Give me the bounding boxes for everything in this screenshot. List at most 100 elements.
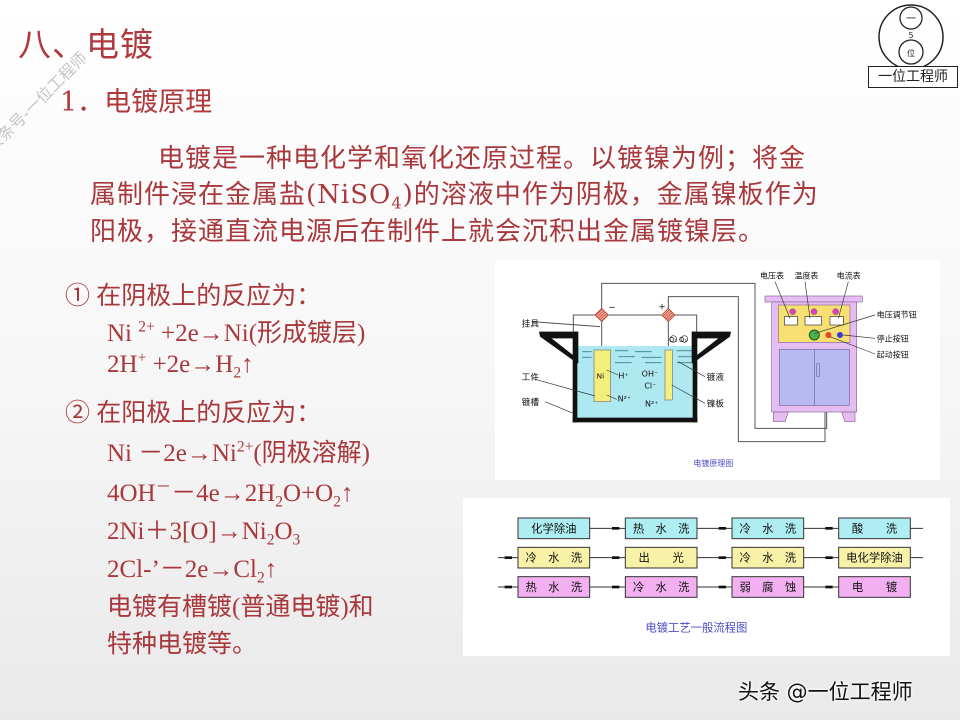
- label-solution: 镀液: [707, 371, 725, 383]
- flow-step-box: [624, 576, 698, 598]
- flow-step-label: 热 水 洗: [633, 521, 690, 535]
- text-run: 电镀有槽镀(普通电镀)和: [107, 594, 374, 621]
- reaction-line: 4OH－－4e→2H2O+O2↑: [107, 473, 354, 509]
- stop-button: [837, 332, 843, 338]
- flow-step-box: [517, 576, 591, 598]
- label-tank: 镀槽: [522, 396, 540, 408]
- reaction-line: 特种电镀等。: [107, 624, 257, 660]
- subscript: 2: [266, 531, 275, 549]
- reaction-line: 2Cl-’－2e→Cl2↑: [107, 549, 278, 587]
- text-run: ② 在阳极上的反应为：: [65, 400, 322, 427]
- reaction-line: Ni －2e→Ni2+(阴极溶解): [107, 433, 370, 469]
- label-cl: Cl⁻: [644, 381, 656, 390]
- flow-diagram-caption: 电镀工艺一般流程图: [645, 620, 747, 634]
- text-run: )的溶液中作为阴极，金属镍板作为: [402, 180, 819, 210]
- process-flow-diagram: 化学除油热 水 洗冷 水 洗酸 洗冷 水 洗出 光冷 水 洗电化学除油热 水 洗…: [463, 498, 950, 656]
- text-run: 阳极，接通直流电源后在制件上就会沉积出金属镀镍层。: [90, 217, 766, 247]
- label-ni2-cathode: N²⁺: [618, 395, 631, 404]
- logo-emblem: 一 5 位: [878, 4, 944, 70]
- subscript: 2: [257, 569, 265, 587]
- superscript: 2+: [236, 438, 254, 456]
- flow-arrow-icon: [612, 527, 620, 530]
- negative-sign: −: [608, 303, 615, 313]
- superscript: －: [155, 478, 172, 496]
- paragraph-line: 电镀是一种电化学和氧化还原过程。以镀镍为例；将金: [158, 138, 806, 175]
- text-run: Ni －2e→Ni: [107, 440, 237, 467]
- label-oh: OH⁻: [642, 370, 659, 379]
- paragraph-line: 阳极，接通直流电源后在制件上就会沉积出金属镀镍层。: [90, 211, 765, 248]
- flow-step-box: [624, 517, 698, 540]
- label-ni: Ni: [597, 371, 605, 380]
- flow-step-label: 热 水 洗: [526, 580, 583, 594]
- positive-terminal-icon: [661, 307, 676, 323]
- reaction-line: 2Ni＋3[O]→Ni2O3: [107, 511, 300, 549]
- logo-mid-char: 5: [908, 31, 913, 40]
- text-run: －4e→2H: [171, 480, 276, 507]
- reaction-line: 电镀有槽镀(普通电镀)和: [107, 587, 374, 623]
- flow-step-label: 化学除油: [531, 521, 576, 535]
- flow-step-box: [624, 546, 698, 569]
- flow-step-label: 出 光: [639, 551, 684, 565]
- label-ni2-anode: N²⁺: [645, 400, 658, 409]
- label-thermometer: 温度表: [794, 270, 818, 280]
- subscript: 4: [391, 193, 403, 213]
- label-workpiece: 工件: [522, 371, 540, 383]
- label-nickel-plate: 镍板: [707, 398, 725, 410]
- label-hanger: 挂具: [522, 318, 540, 330]
- flow-arrow-icon: [825, 527, 833, 530]
- text-run: O+O: [283, 480, 334, 507]
- flow-rows: 化学除油热 水 洗冷 水 洗酸 洗冷 水 洗出 光冷 水 洗电化学除油热 水 洗…: [498, 517, 923, 598]
- label-voltage-knob: 电压调节钮: [877, 309, 917, 319]
- flow-step-label: 酸 洗: [852, 521, 898, 535]
- flow-arrow-icon: [718, 527, 726, 530]
- circuit-wires: [531, 282, 828, 443]
- slide-title: 八、电镀: [18, 25, 154, 64]
- nickel-anode: [664, 349, 673, 401]
- start-button: [825, 332, 832, 338]
- logo-text: 一位工程师: [868, 66, 958, 88]
- flow-step-label: 弱 腐 蚀: [740, 580, 797, 594]
- text-run: ↑: [341, 480, 354, 507]
- flow-step-label: 电 镀: [852, 580, 897, 594]
- label-o2: O₂ O₂: [669, 336, 687, 344]
- flow-arrow-icon: [825, 585, 833, 589]
- footer-attribution: 头条 @一位工程师: [738, 680, 913, 704]
- flow-step-box: [731, 517, 805, 540]
- text-run: 特种电镀等。: [107, 631, 258, 658]
- flow-arrow-icon: [825, 556, 833, 559]
- flow-step-label: 冷 水 洗: [740, 551, 797, 565]
- reaction-line: Ni 2+ +2e→Ni(形成镀层): [107, 313, 365, 349]
- paragraph-line: 属制件浸在金属盐(NiSO4)的溶液中作为阴极，金属镍板作为: [90, 174, 819, 211]
- reaction-line: ② 在阳极上的反应为：: [65, 393, 321, 429]
- subscript: 2: [275, 493, 284, 511]
- subscript: 2: [233, 364, 242, 382]
- flow-step-label: 冷 水 洗: [633, 580, 690, 594]
- principle-diagram-caption: 电镀原理图: [693, 458, 733, 468]
- reaction-line: 2H+ +2e→H2↑: [107, 350, 254, 382]
- text-run: 电镀是一种电化学和氧化还原过程。以镀镍为例；将金: [158, 144, 807, 174]
- text-run: O: [274, 518, 293, 545]
- flow-arrow-icon: [504, 585, 512, 589]
- negative-terminal-icon: [594, 307, 609, 323]
- flow-arrow-icon: [612, 585, 620, 589]
- flow-arrow-icon: [612, 556, 620, 559]
- text-run: 4OH: [107, 480, 156, 507]
- label-voltmeter: 电压表: [760, 270, 784, 280]
- power-cabinet: [764, 295, 863, 422]
- flow-step-box: [517, 517, 591, 540]
- flow-step-box: [731, 576, 805, 598]
- flow-arrow-icon: [504, 556, 512, 559]
- flow-step-label: 电化学除油: [846, 551, 903, 565]
- flow-arrow-icon: [718, 585, 726, 589]
- text-run: ① 在阴极上的反应为：: [65, 283, 322, 310]
- text-run: 2Cl-’－2e→Cl: [107, 556, 257, 583]
- text-run: ↑: [264, 556, 278, 583]
- workpiece-cathode: [593, 349, 611, 402]
- text-run: Ni: [107, 320, 139, 347]
- label-start-button: 起动按钮: [877, 349, 909, 359]
- logo-bottom-char: 位: [907, 48, 915, 58]
- text-run: 2H: [107, 351, 138, 378]
- flow-arrow-icon: [718, 556, 726, 559]
- logo-top-char: 一: [906, 14, 916, 25]
- positive-sign: +: [658, 302, 665, 312]
